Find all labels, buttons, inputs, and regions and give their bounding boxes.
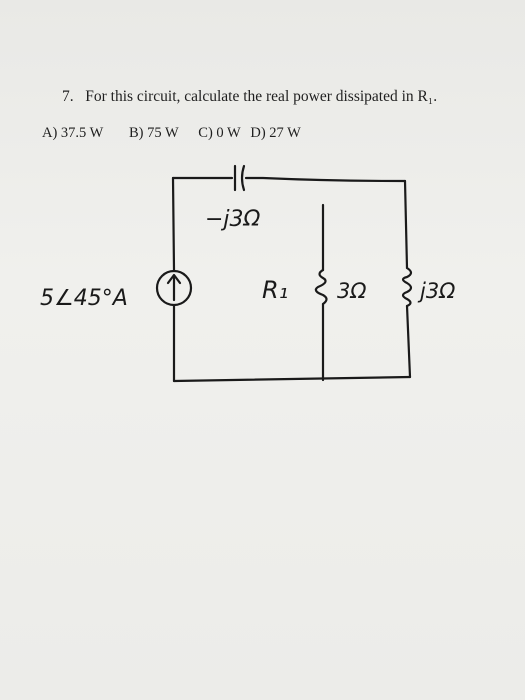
capacitor-label: −j3Ω xyxy=(205,207,261,232)
question-line: 7. For this circuit, calculate the real … xyxy=(62,88,437,106)
answer-options: A) 37.5 W B) 75 W C) 0 W D) 27 W xyxy=(42,125,301,142)
resistor-value-label: 3Ω xyxy=(337,279,366,303)
right-wire-upper xyxy=(403,179,409,270)
option-b: B) 75 W xyxy=(128,125,179,141)
bottom-wire xyxy=(172,375,412,383)
resistor-name-label: R₁ xyxy=(262,276,288,304)
left-wire-upper xyxy=(171,176,176,272)
question-text: For this circuit, calculate the real pow… xyxy=(85,88,438,105)
right-wire-lower xyxy=(405,304,412,379)
source-arrow-head xyxy=(166,273,182,285)
option-a: A) 37.5 W xyxy=(42,125,104,141)
current-source-circle xyxy=(155,269,193,307)
top-wire-right xyxy=(244,176,407,183)
source-label: 5∠45°A xyxy=(40,286,128,311)
option-d: D) 27 W xyxy=(250,125,301,141)
resistor-zigzag xyxy=(314,268,328,306)
inductor-label: j3Ω xyxy=(417,279,455,303)
question-number: 7. xyxy=(62,88,74,105)
inductor-coils xyxy=(401,266,413,308)
option-c: C) 0 W xyxy=(198,125,241,141)
capacitor-plate-2 xyxy=(240,164,246,192)
